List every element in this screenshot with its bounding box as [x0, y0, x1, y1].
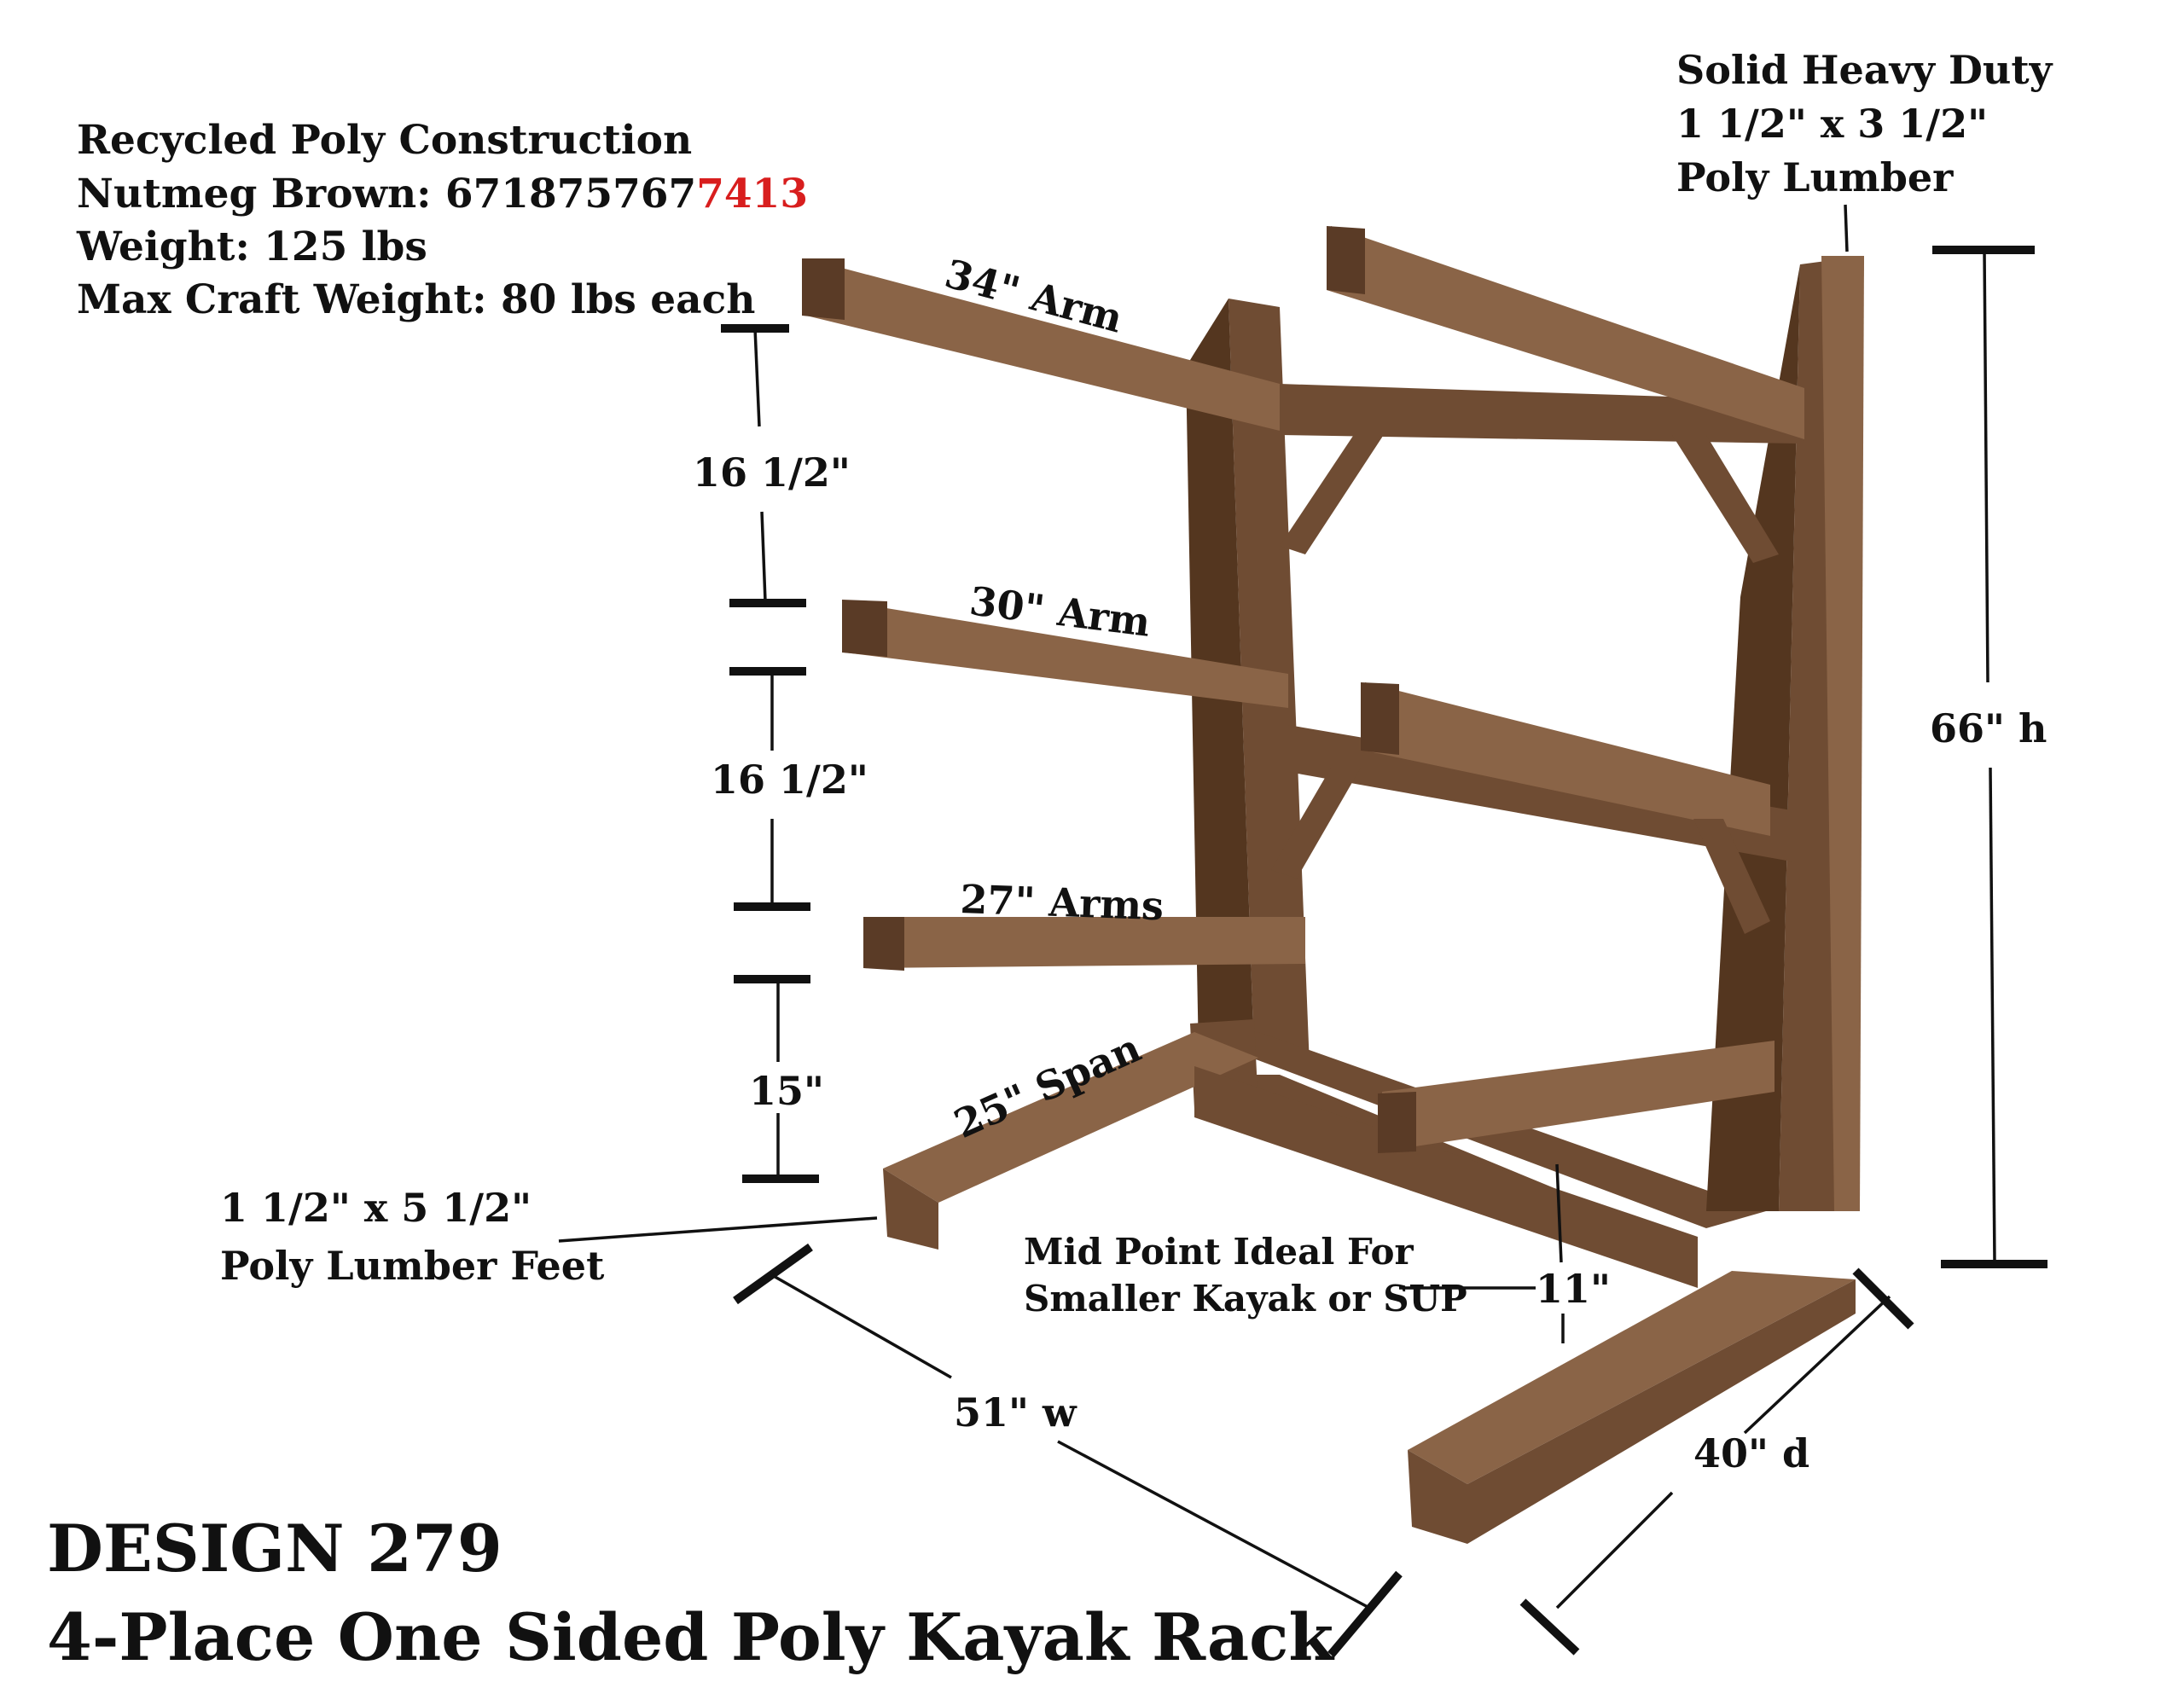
- arm-27-label: 27" Arms: [960, 876, 1165, 929]
- spec-color-sku-prefix: Nutmeg Brown: 671875767: [77, 171, 696, 218]
- spec-max-craft-weight: Max Craft Weight: 80 lbs each: [77, 276, 755, 323]
- height-dimension: [1932, 246, 2048, 1268]
- midpoint-value: 11": [1536, 1266, 1611, 1312]
- spacing-dimension-3: [734, 975, 819, 1183]
- depth-dimension: [1519, 1267, 1914, 1656]
- spacing-label-1: 16 1/2": [693, 450, 851, 496]
- midpoint-callout-line2: Smaller Kayak or SUP: [1024, 1278, 1467, 1320]
- spec-color-sku: Nutmeg Brown: 6718757677413: [77, 171, 808, 218]
- height-label: 66" h: [1930, 705, 2047, 751]
- design-title: DESIGN 279: [47, 1511, 502, 1586]
- spacing-label-3: 15": [749, 1068, 824, 1114]
- depth-label: 40" d: [1693, 1430, 1809, 1476]
- width-label: 51" w: [954, 1389, 1077, 1436]
- spacing-dimension-1: [721, 324, 806, 607]
- midpoint-callout-line1: Mid Point Ideal For: [1024, 1231, 1414, 1273]
- lumber-callout-line3: Poly Lumber: [1676, 154, 1954, 200]
- lumber-callout-line2: 1 1/2" x 3 1/2": [1676, 101, 1988, 147]
- product-title: 4-Place One Sided Poly Kayak Rack: [47, 1599, 1334, 1675]
- spacing-dimension-2: [729, 667, 810, 911]
- feet-callout-leader: [558, 1216, 878, 1243]
- width-dimension: [733, 1243, 1403, 1658]
- midpoint-dimension-upper: [1555, 1163, 1563, 1263]
- feet-callout-line2: Poly Lumber Feet: [220, 1243, 605, 1289]
- lumber-callout-leader: [1844, 204, 1849, 252]
- spec-color-sku-highlight: 7413: [696, 171, 808, 218]
- spacing-label-2: 16 1/2": [711, 757, 868, 803]
- feet-callout-line1: 1 1/2" x 5 1/2": [220, 1185, 531, 1231]
- kayak-rack-illustration: [802, 226, 1864, 1544]
- lumber-callout-line1: Solid Heavy Duty: [1676, 47, 2053, 93]
- spec-construction: Recycled Poly Construction: [77, 117, 692, 164]
- spec-weight: Weight: 125 lbs: [76, 223, 427, 270]
